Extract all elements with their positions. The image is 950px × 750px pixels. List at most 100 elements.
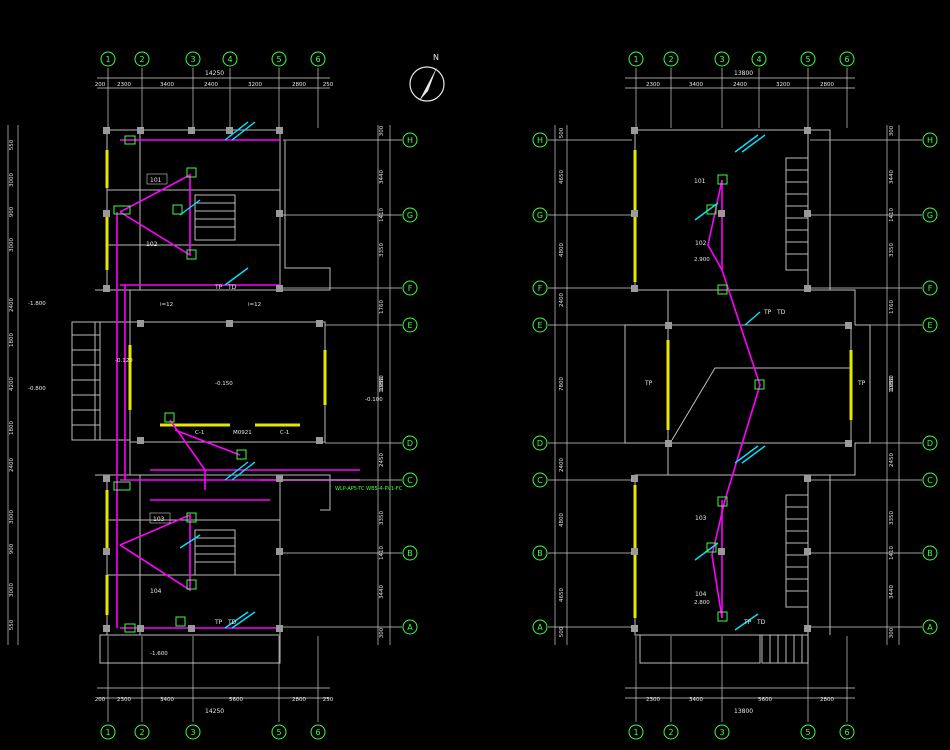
dimension-label: 3440: [379, 170, 385, 184]
dimension-label: 300: [379, 627, 385, 638]
dimension-label: 1950: [379, 377, 385, 391]
axis-bubble-left-b: [532, 545, 548, 561]
axis-label: F: [928, 284, 933, 293]
left-plan-right-lower-wing: [280, 474, 331, 511]
dimension-label: 5600: [758, 697, 772, 703]
dimension-label: 3200: [248, 82, 262, 88]
dimension-label: 10880: [889, 375, 895, 393]
dimension-label: 3350: [379, 243, 385, 257]
axis-label: G: [927, 211, 933, 220]
axis-label: A: [927, 623, 933, 632]
dimension-label: 3350: [889, 243, 895, 257]
device-label-td: TD: [776, 309, 786, 316]
axis-bubble-top-6: [310, 51, 326, 67]
dimension-label: 3200: [776, 82, 790, 88]
axis-bubble-left-a: [532, 619, 548, 635]
axis-label: 6: [315, 728, 320, 737]
dimension-label: 200: [95, 697, 106, 703]
axis-label: 5: [276, 55, 281, 64]
device-labels: TP TD TP TD TP TD TP TD TP TP: [214, 284, 866, 626]
axis-label: A: [407, 623, 413, 632]
dimension-label: 3000: [9, 238, 15, 252]
level-mark: -1.800: [28, 301, 46, 307]
dimension-label: 2800: [820, 82, 834, 88]
dimension-label: 4650: [559, 170, 565, 184]
device-label-td: TD: [756, 619, 766, 626]
axis-label: 3: [190, 55, 195, 64]
axis-bubble-left-f: [532, 280, 548, 296]
dimension-label: 2400: [204, 82, 218, 88]
axis-label: 3: [190, 728, 195, 737]
dimension-label: 7800: [559, 377, 565, 391]
tp-label: TP: [857, 380, 866, 387]
axis-bubble-right-b: [402, 545, 418, 561]
level-mark: -0.100: [365, 397, 383, 403]
room-tag: 102: [695, 240, 707, 247]
room-tag: 103: [153, 516, 165, 523]
dimension-label: 3000: [9, 173, 15, 187]
door-label: M0921: [233, 430, 252, 436]
tp-label: TP: [644, 380, 653, 387]
axis-label: H: [927, 136, 933, 145]
right-total-width-bottom: 13800: [734, 708, 753, 715]
device-label-td: TD: [227, 284, 237, 291]
axis-bubble-top-5: [800, 51, 816, 67]
dimension-label: 2800: [292, 697, 306, 703]
axis-label: 6: [315, 55, 320, 64]
dimension-label: 2400: [559, 293, 565, 307]
level-mark: 2.900: [694, 257, 710, 263]
axis-label: B: [537, 549, 543, 558]
axis-bubble-top-2: [663, 51, 679, 67]
dimension-label: 3400: [160, 697, 174, 703]
axis-bubble-bottom-6: [310, 724, 326, 740]
dimension-label: 3440: [379, 585, 385, 599]
dimension-label: 2300: [646, 82, 660, 88]
dimension-label: 550: [9, 619, 15, 630]
left-stair-upper: [194, 194, 236, 241]
axis-label: E: [537, 321, 542, 330]
dimension-label: 2300: [117, 697, 131, 703]
slope-label: i=12: [160, 302, 173, 308]
axis-bubble-left-h: [532, 132, 548, 148]
axis-bubble-right-d: [922, 435, 938, 451]
dimension-label: 2400: [559, 458, 565, 472]
dimension-label: 900: [9, 543, 15, 554]
axis-bubble-right-c: [922, 472, 938, 488]
axis-label: G: [407, 211, 413, 220]
level-mark: 2.800: [694, 600, 710, 606]
dimension-label: 3400: [160, 82, 174, 88]
right-annotations: 2.900 2.800: [694, 257, 710, 606]
room-tag: 104: [695, 591, 707, 598]
level-mark: -1.600: [150, 651, 168, 657]
axis-bubble-top-4: [751, 51, 767, 67]
dimension-label: 550: [9, 139, 15, 150]
axis-bubble-top-5: [271, 51, 287, 67]
axis-bubble-right-f: [402, 280, 418, 296]
left-total-width: 14250: [205, 70, 224, 77]
axis-label: 1: [633, 728, 638, 737]
axis-bubble-right-h: [922, 132, 938, 148]
axis-label: 6: [844, 55, 849, 64]
axis-label: 5: [805, 728, 810, 737]
dimension-label: 3350: [379, 511, 385, 525]
level-mark: -0.120: [115, 358, 133, 364]
axis-bubble-bottom-2: [134, 724, 150, 740]
left-total-width-bottom: 14250: [205, 708, 224, 715]
dimension-label: 3350: [889, 511, 895, 525]
room-tag: 101: [150, 177, 162, 184]
right-room-tags: 101 102 103 104: [694, 178, 707, 598]
axis-label: 2: [139, 728, 144, 737]
door-label: C-1: [195, 430, 204, 436]
slope-label: i=12: [248, 302, 261, 308]
dimension-label: 4800: [559, 243, 565, 257]
dimension-label: 1800: [9, 421, 15, 435]
axis-label: D: [407, 439, 413, 448]
axis-label: 4: [756, 55, 761, 64]
dimension-label: 5600: [229, 697, 243, 703]
dimension-label: 3000: [9, 510, 15, 524]
